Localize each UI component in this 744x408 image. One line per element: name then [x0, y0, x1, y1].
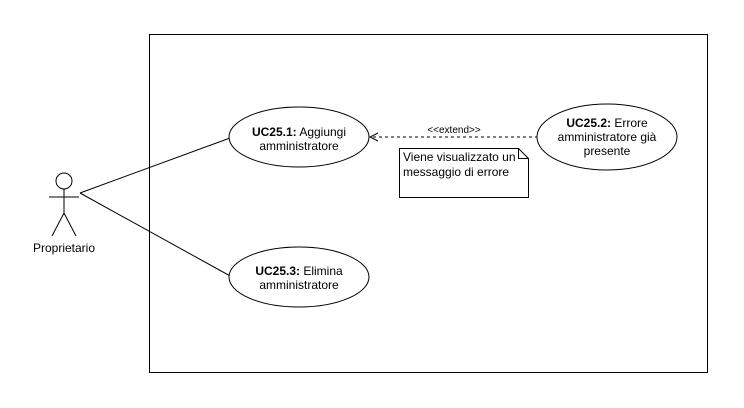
- use-case-uc25-3-line-1: UC25.3: Elimina: [255, 264, 343, 278]
- use-case-uc25-2-title: Errore: [611, 116, 648, 130]
- extend-label: <<extend>>: [427, 125, 481, 136]
- actor-proprietario[interactable]: Proprietario: [33, 172, 95, 255]
- actor-head: [55, 172, 73, 190]
- system-boundary[interactable]: [149, 34, 708, 373]
- use-case-uc25-3-ellipse: [228, 246, 370, 308]
- use-case-uc25-2-line-2: amministratore già: [558, 130, 657, 144]
- association-uc25-1[interactable]: [79, 137, 231, 194]
- use-case-uc25-2-line-3: presente: [584, 144, 631, 158]
- note-fold: [518, 148, 529, 159]
- use-case-uc25-3-line-2: amministratore: [259, 278, 339, 292]
- use-case-uc25-3-id: UC25.3:: [255, 264, 300, 278]
- use-case-uc25-2-id: UC25.2:: [566, 116, 611, 130]
- use-case-uc25-1-id: UC25.1:: [252, 125, 297, 139]
- use-case-uc25-2[interactable]: UC25.2: Errore amministratore già presen…: [536, 103, 678, 171]
- association-uc25-3[interactable]: [79, 192, 233, 278]
- use-case-uc25-1-line-1: UC25.1: Aggiungi: [252, 125, 346, 139]
- use-case-uc25-1-ellipse: [228, 106, 370, 168]
- use-case-uc25-1-title: Aggiungi: [297, 125, 346, 139]
- note-line-2: messaggio di errore: [403, 165, 509, 179]
- use-case-uc25-1-line-2: amministratore: [259, 139, 339, 153]
- note-line-1: Viene visualizzato un: [403, 150, 516, 164]
- actor-right-leg: [63, 212, 77, 237]
- use-case-uc25-1[interactable]: UC25.1: Aggiungi amministratore: [228, 106, 370, 168]
- use-case-uc25-2-ellipse: [536, 103, 678, 171]
- actor-label: Proprietario: [33, 241, 95, 255]
- use-case-uc25-2-line-1: UC25.2: Errore: [566, 116, 648, 130]
- actor-left-leg: [51, 212, 65, 237]
- note-shape: [399, 148, 529, 198]
- use-case-uc25-3-title: Elimina: [300, 264, 343, 278]
- note[interactable]: Viene visualizzato un messaggio di error…: [399, 148, 529, 198]
- use-case-uc25-3[interactable]: UC25.3: Elimina amministratore: [228, 246, 370, 308]
